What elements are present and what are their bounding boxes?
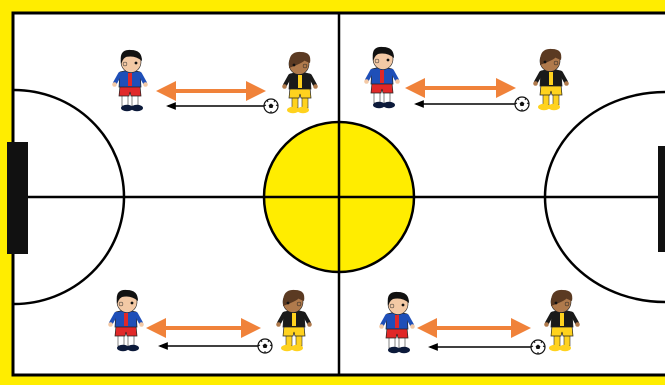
- soccer-ball-icon: [515, 97, 529, 111]
- soccer-ball-icon: [531, 340, 545, 354]
- right-goal: [658, 146, 665, 252]
- soccer-ball-icon: [264, 99, 278, 113]
- left-goal: [7, 142, 28, 254]
- soccer-ball-icon: [258, 339, 272, 353]
